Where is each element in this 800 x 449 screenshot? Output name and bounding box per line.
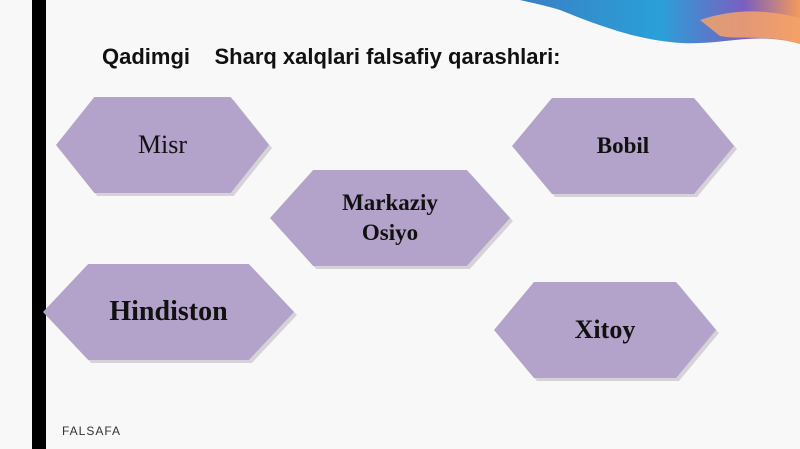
- label-line-2: Osiyo: [361, 220, 419, 245]
- left-accent-bar: [32, 0, 46, 449]
- hexagon-markaziy-osiyo: Markaziy Osiyo: [270, 170, 510, 266]
- hexagon-hindiston: Hindiston: [43, 264, 294, 360]
- hexagon-misr: Misr: [56, 97, 269, 193]
- hexagon-label-bobil: Bobil: [596, 133, 650, 159]
- hexagon-label-xitoy: Xitoy: [574, 315, 636, 345]
- hexagon-label-misr: Misr: [137, 130, 188, 160]
- hexagon-label-hindiston: Hindiston: [109, 295, 228, 327]
- slide-title: Qadimgi Sharq xalqlari falsafiy qarashla…: [102, 44, 561, 70]
- hexagon-label-markaziy-osiyo: Markaziy Osiyo: [342, 188, 438, 248]
- title-part-1: Qadimgi: [102, 44, 191, 69]
- hexagon-bobil: Bobil: [512, 98, 734, 194]
- hexagon-xitoy: Xitoy: [494, 282, 716, 378]
- footer-label: FALSAFA: [62, 424, 122, 438]
- corner-wave-decoration: [520, 0, 800, 45]
- title-part-2: Sharq xalqlari falsafiy qarashlari:: [214, 44, 561, 69]
- label-line-1: Markaziy: [342, 190, 438, 216]
